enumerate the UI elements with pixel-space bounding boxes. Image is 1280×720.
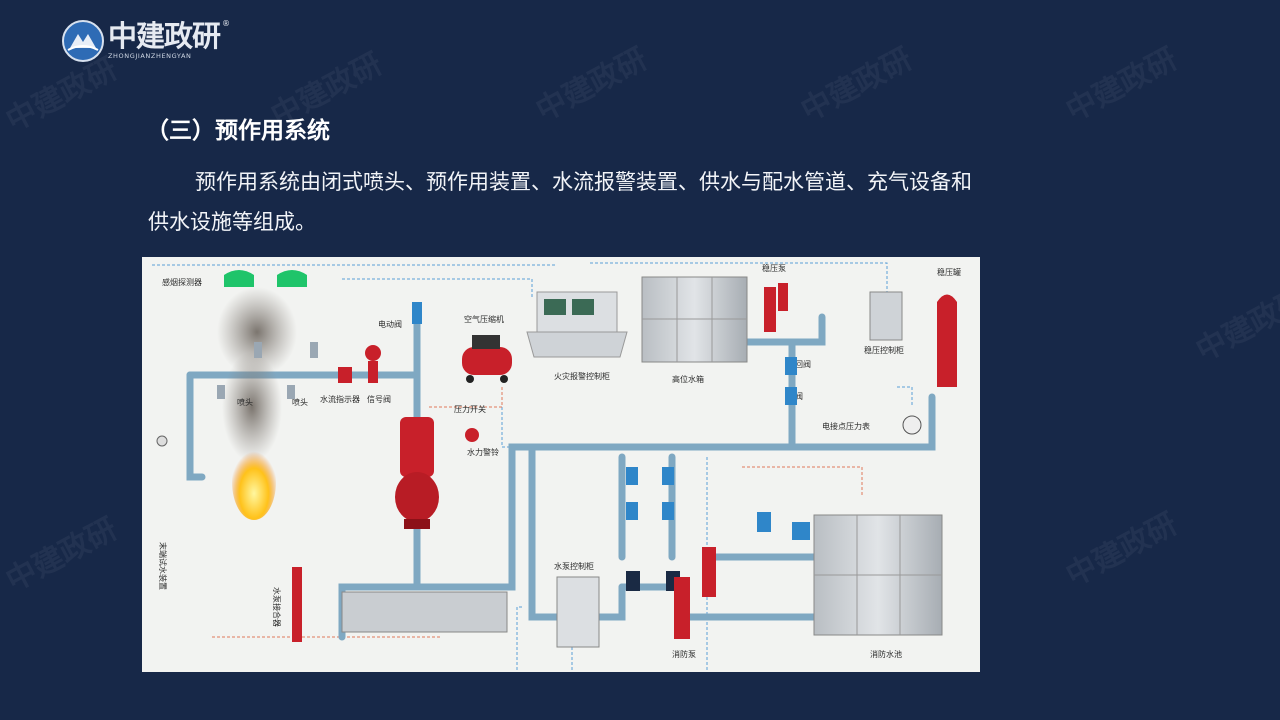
- watermark: 中建政研: [0, 511, 123, 599]
- pump-control-cabinet-icon: [556, 576, 600, 648]
- label-pressure-switch: 压力开关: [454, 404, 486, 414]
- pressure-tank-icon: [937, 294, 957, 387]
- watermark: 中建政研: [1190, 281, 1280, 369]
- alarm-bell-icon: [465, 428, 479, 442]
- label-sprinkler: 喷头: [237, 397, 253, 407]
- high-water-tank-icon: [641, 276, 748, 363]
- flame-icon: [232, 444, 276, 520]
- label-pump-adapter: 水泵接合器: [272, 587, 282, 627]
- label-pressure-gauge: 电接点压力表: [822, 421, 870, 431]
- logo: 中建政研® ZHONGJIANZHENGYAN: [62, 19, 230, 62]
- section-heading: （三）预作用系统: [146, 118, 330, 144]
- body-paragraph: 预作用系统由闭式喷头、预作用装置、水流报警装置、供水与配水管道、充气设备和供水设…: [148, 170, 972, 234]
- label-pump-control-cabinet: 水泵控制柜: [554, 561, 594, 571]
- watermark: 中建政研: [1060, 41, 1183, 129]
- pressure-control-box-icon: [869, 291, 903, 341]
- logo-name-en: ZHONGJIANZHENGYAN: [108, 52, 192, 61]
- label-sprinkler: 喷头: [292, 397, 308, 407]
- logo-emblem-icon: [62, 20, 104, 62]
- label-fire-pump: 消防泵: [672, 649, 696, 659]
- flow-indicator-icon: [338, 367, 352, 383]
- watermark: 中建政研: [1060, 506, 1183, 594]
- air-compressor-icon: [462, 335, 512, 383]
- pressure-gauge-icon: [902, 415, 922, 435]
- label-signal-valve: 信号阀: [367, 394, 391, 404]
- pump-adapter-icon: [292, 567, 302, 642]
- logo-name-cn: 中建政研: [108, 19, 221, 54]
- check-valve-icon: [785, 357, 797, 375]
- smoke-detector-icon: [224, 270, 307, 287]
- retention-basin-icon: [341, 591, 508, 633]
- preaction-valve-icon: [395, 417, 439, 529]
- label-air-compressor: 空气压缩机: [464, 314, 504, 324]
- fire-pool-icon: [813, 514, 943, 636]
- system-diagram-svg: 感烟探测器 喷头 喷头 水流指示器 信号阀 电动阀 空气压缩机: [152, 262, 961, 672]
- label-flow-indicator: 水流指示器: [320, 394, 360, 404]
- smoke: [217, 287, 297, 377]
- label-solenoid-valve: 电动阀: [378, 319, 402, 329]
- label-pressure-tank: 稳压罐: [937, 267, 961, 277]
- watermark: 中建政研: [795, 41, 918, 129]
- label-fire-pool: 消防水池: [870, 649, 902, 659]
- gate-valve-icon: [785, 387, 797, 405]
- fire-pump-icon: [674, 547, 716, 639]
- label-pressure-pump: 稳压泵: [762, 263, 786, 273]
- label-smoke-detector: 感烟探测器: [162, 277, 202, 287]
- preaction-system-diagram: 感烟探测器 喷头 喷头 水流指示器 信号阀 电动阀 空气压缩机: [142, 257, 980, 672]
- label-pressure-control-box: 稳压控制柜: [864, 345, 904, 355]
- fire-alarm-controller-icon: [526, 291, 628, 358]
- signal-valve-icon: [365, 345, 381, 361]
- label-end-test: 末端试水装置: [158, 542, 168, 590]
- label-alarm-bell: 水力警铃: [467, 447, 499, 457]
- sprinkler-head-icon: [217, 342, 318, 399]
- pump-valves-icon: [626, 467, 810, 540]
- label-fire-alarm-controller: 火灾报警控制柜: [554, 371, 610, 381]
- solenoid-valve-icon: [412, 302, 422, 324]
- pressure-pump-icon: [764, 283, 788, 332]
- watermark: 中建政研: [530, 41, 653, 129]
- label-high-water-tank: 高位水箱: [672, 374, 704, 384]
- logo-registered-mark: ®: [222, 19, 230, 29]
- label-check-valve: 止回阀: [787, 359, 811, 369]
